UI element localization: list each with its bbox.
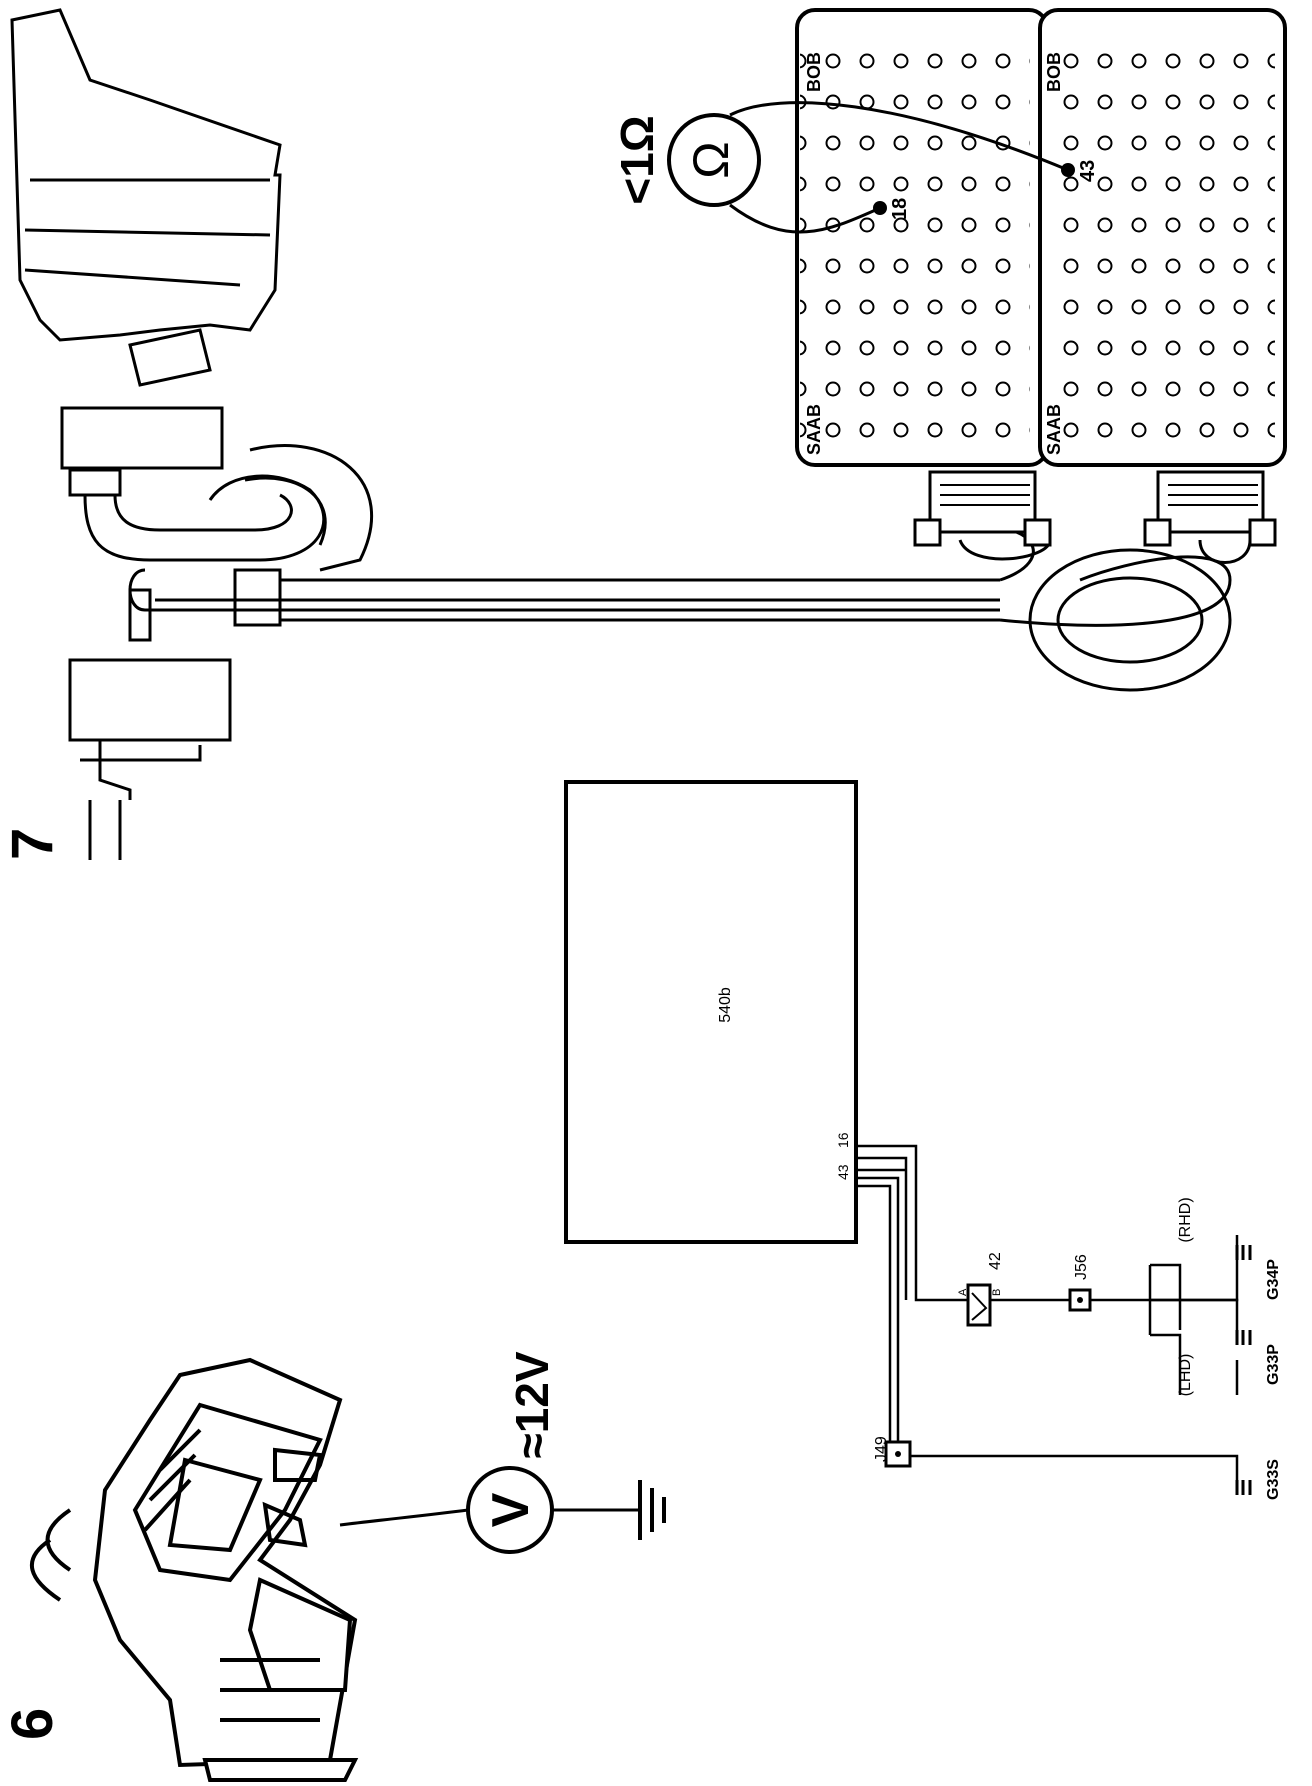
probe-point-pin-43 <box>1061 163 1075 177</box>
ground-g34p-icon <box>1235 1245 1252 1260</box>
breakout-box-2-saab-label: SAAB <box>1044 404 1064 455</box>
ground-icon <box>638 1480 666 1540</box>
connector-42-pin-b: B <box>991 1289 1003 1296</box>
voltmeter-symbol: V <box>482 1492 540 1527</box>
step-6-number: 6 <box>0 1708 65 1740</box>
voltmeter-lead <box>339 1508 640 1527</box>
harness-plug-drawing <box>60 406 1000 860</box>
ground-g33p-label: G33P <box>1265 1344 1282 1385</box>
pin-18-label: 18 <box>889 198 911 220</box>
schematic-wires <box>856 1144 1239 1485</box>
ground-g33s-icon <box>1235 1480 1252 1495</box>
ground-g34p-label: G34P <box>1265 1259 1282 1300</box>
probe-point-pin-18 <box>873 201 887 215</box>
breakout-box-1-bob-label: BOB <box>804 52 824 92</box>
breakout-box-1-saab-label: SAAB <box>804 404 824 455</box>
ground-g33p-icon <box>1235 1330 1252 1345</box>
pin-43-label: 43 <box>1077 160 1099 182</box>
connector-housing-drawing <box>29 1357 359 1782</box>
control-unit-540b <box>564 780 858 1244</box>
junction-j49-label: J49 <box>873 1436 890 1462</box>
pin-43-schematic-label: 43 <box>835 1164 851 1180</box>
connector-42-switch-icon <box>971 1292 988 1321</box>
rhd-label: (RHD) <box>1177 1197 1194 1242</box>
voltage-reading: ≈12V <box>506 1351 558 1458</box>
harness-cable-drawing <box>280 527 1252 692</box>
control-unit-label: 540b <box>717 987 734 1023</box>
voltmeter-icon <box>466 1466 554 1554</box>
breakout-box-2-bob-label: BOB <box>1044 52 1064 92</box>
ohmmeter-icon <box>667 113 761 207</box>
breakout-box-1: BOB SAAB <box>795 8 1052 547</box>
connector-42-label: 42 <box>987 1252 1004 1270</box>
lhd-label: (LHD) <box>1177 1354 1194 1397</box>
connector-42-pin-a: A <box>957 1288 969 1296</box>
breakout-box-2: BOB SAAB <box>1038 8 1287 547</box>
pin-16-label: 16 <box>835 1132 851 1148</box>
junction-j56-label: J56 <box>1073 1254 1090 1280</box>
ohmmeter-probe-leads <box>729 101 1069 234</box>
sensor-component-drawing <box>10 8 282 387</box>
ohmmeter-symbol: Ω <box>683 141 739 178</box>
step-7-number: 7 <box>0 828 65 860</box>
resistance-reading: <1Ω <box>611 115 663 204</box>
ground-g33s-label: G33S <box>1265 1459 1282 1500</box>
connector-42-symbol <box>966 1283 992 1327</box>
